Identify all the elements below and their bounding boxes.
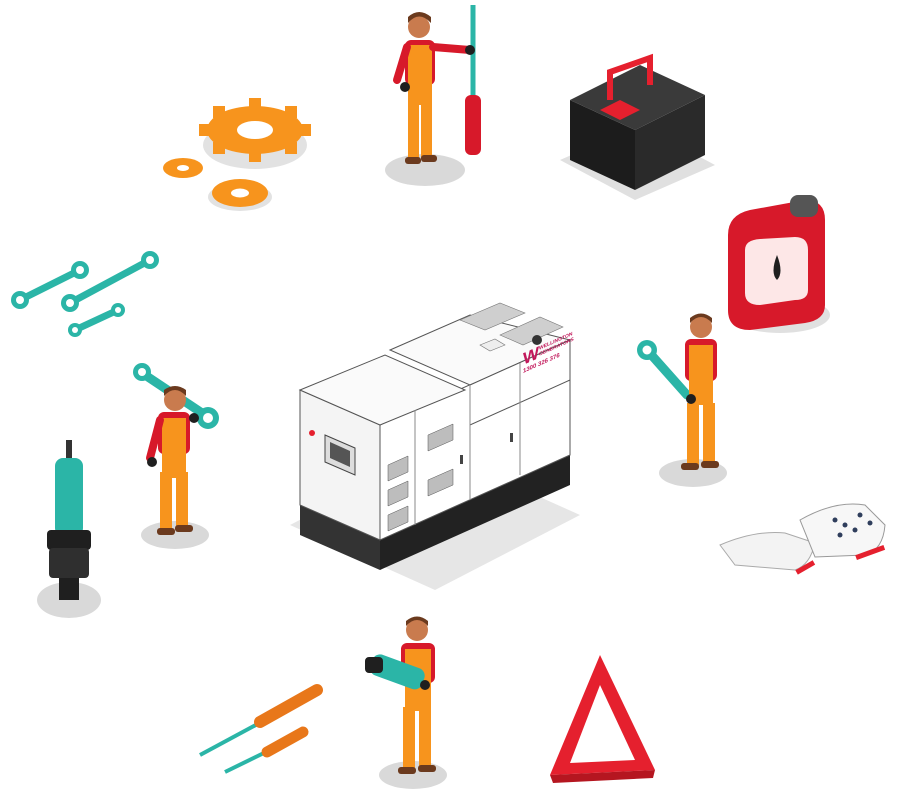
mechanic-with-drill [365, 615, 460, 795]
brand-logo-mark: W [523, 343, 539, 369]
gears [160, 95, 311, 220]
wrench-set [10, 245, 165, 345]
spark-plug [35, 440, 105, 625]
warning-triangle [545, 650, 660, 790]
oil-can [720, 195, 835, 340]
generator: W WELLINGTON GENERATORS 1300 326 376 [285, 285, 585, 595]
car-battery [555, 53, 720, 210]
screwdrivers [195, 680, 325, 780]
mechanic-holding-wrench [635, 313, 735, 490]
mechanic-with-wrench-on-shoulder [130, 360, 230, 555]
mechanic-with-screwdriver [375, 5, 495, 190]
gloves [715, 495, 895, 585]
